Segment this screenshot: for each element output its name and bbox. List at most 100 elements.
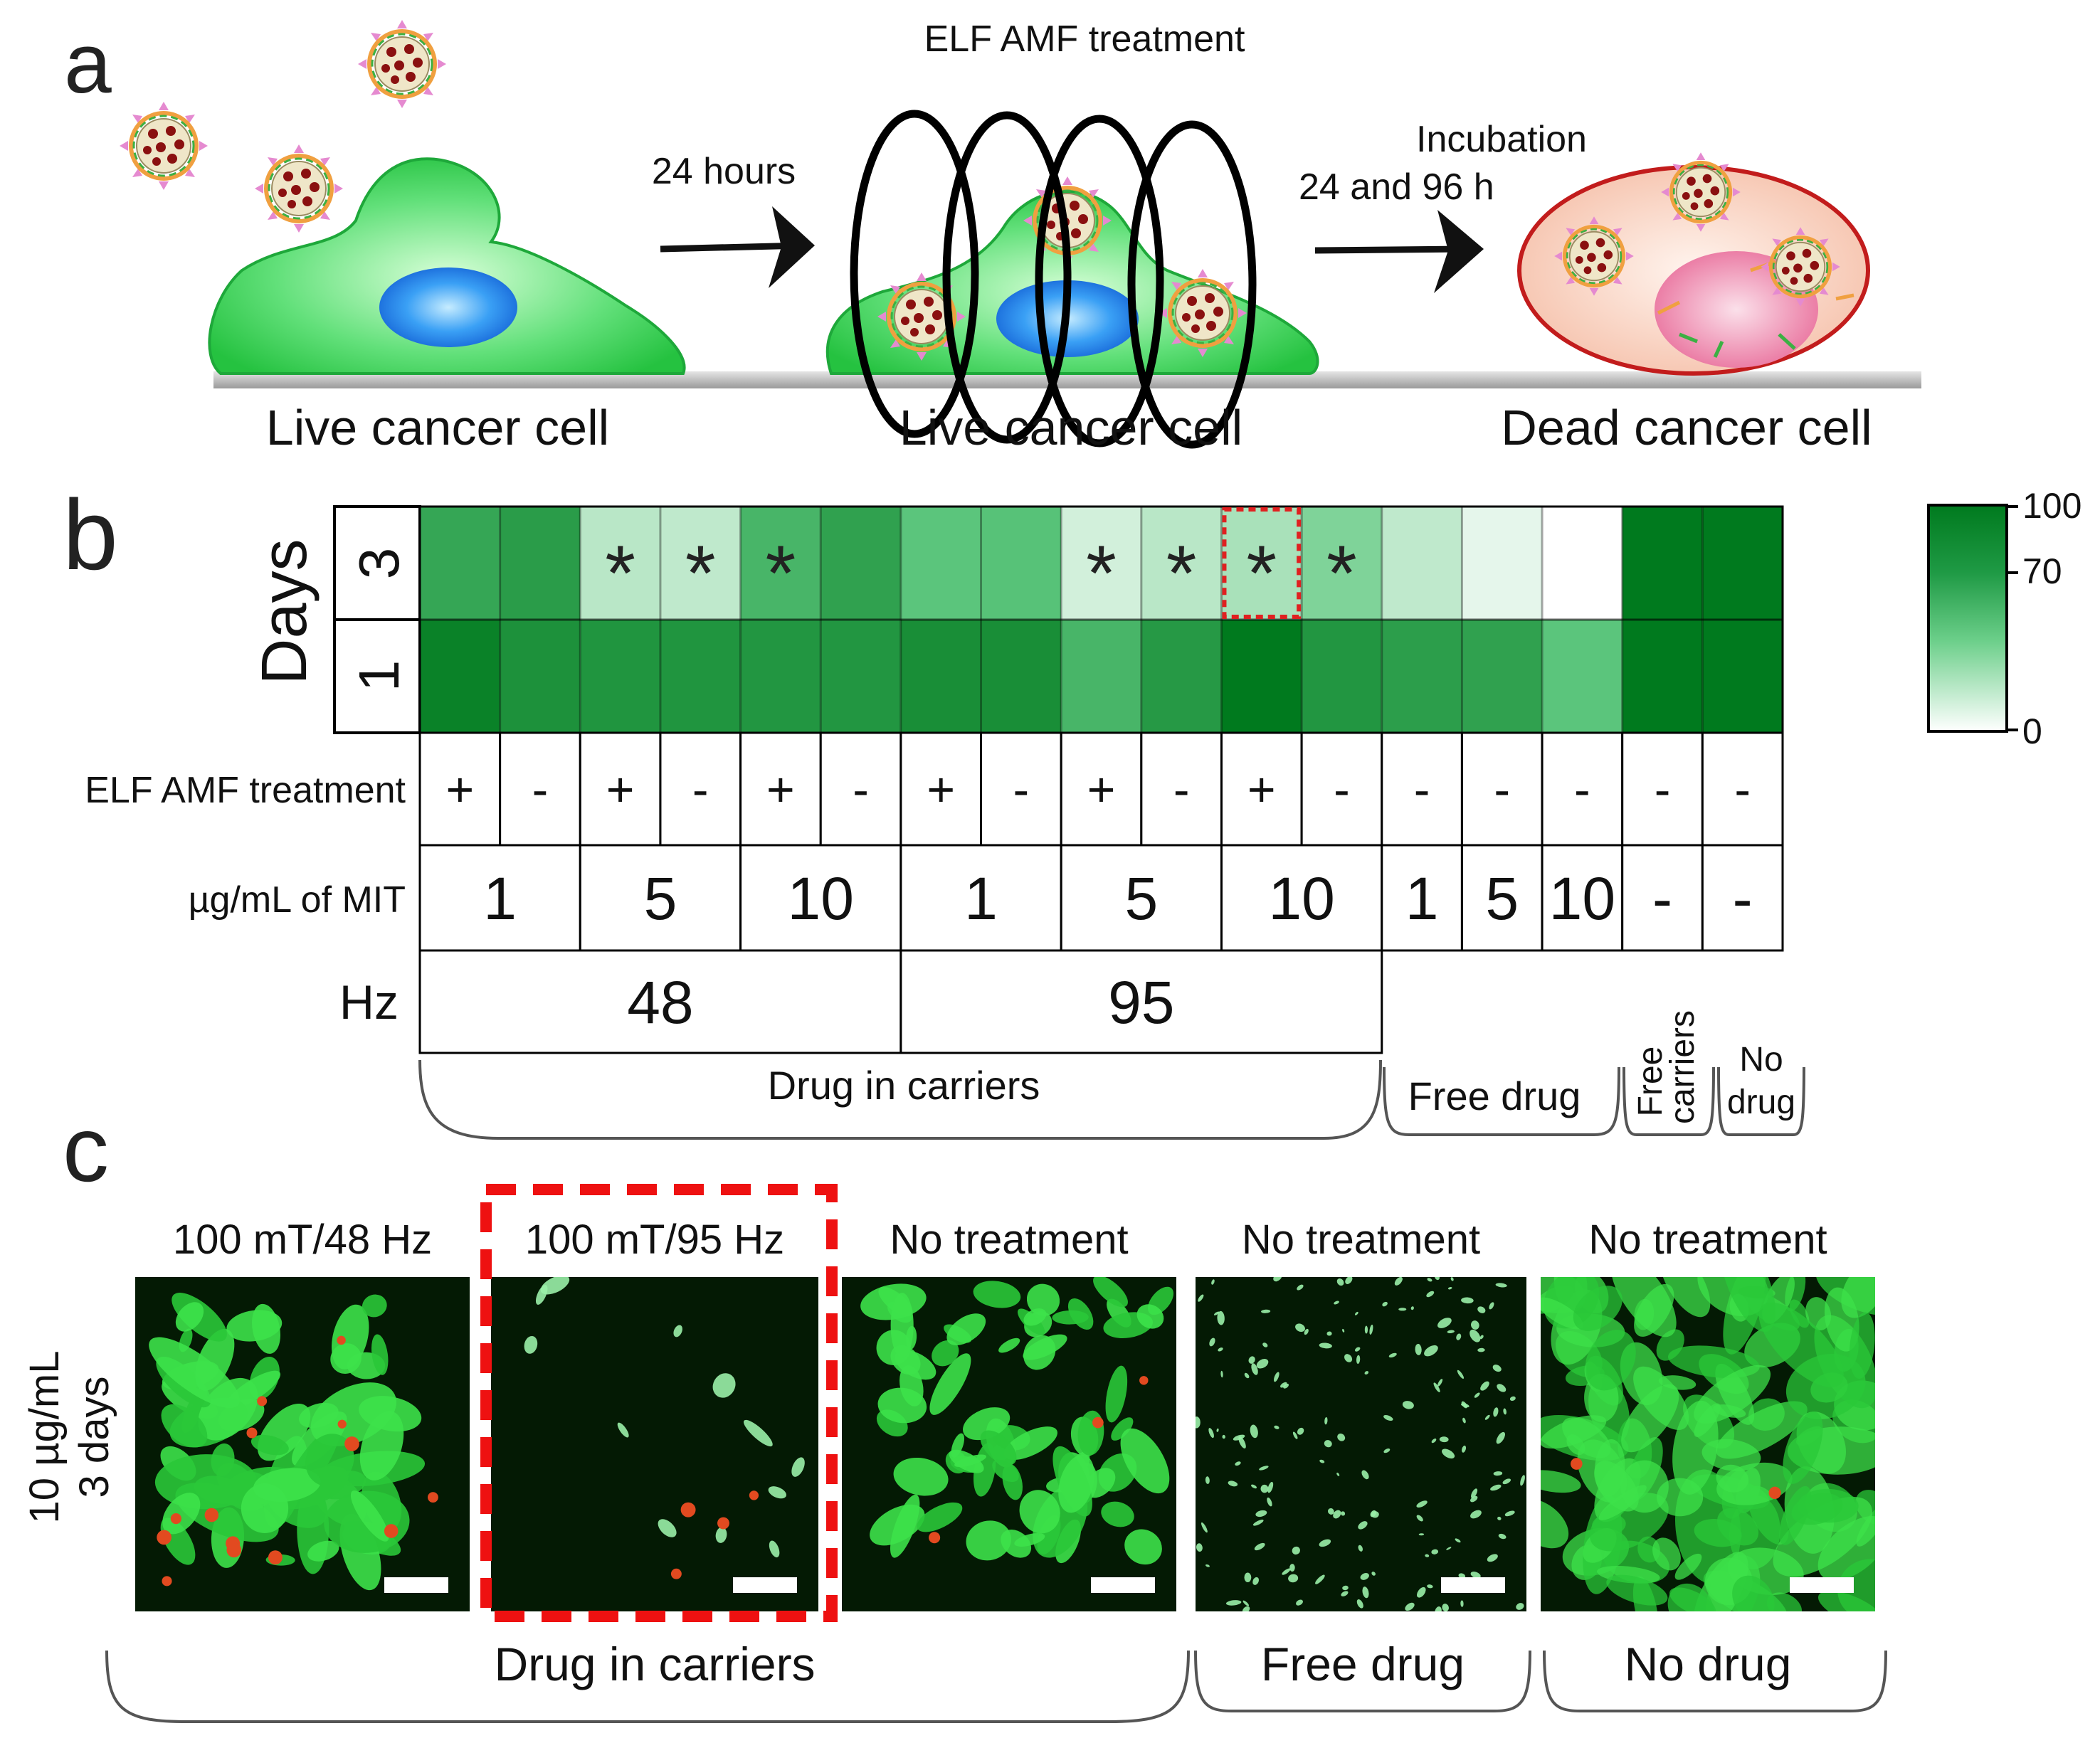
elf-value-3: +	[606, 763, 635, 817]
hz-value-2: 95	[1108, 969, 1174, 1036]
colorbar-mid: 70	[2022, 551, 2062, 591]
elf-value-8: -	[1013, 763, 1030, 817]
mit-value-1: 1	[483, 865, 517, 932]
live-cell-middle-label: Live cancer cell	[899, 400, 1242, 455]
free-carriers-label-1: Free	[1632, 1047, 1669, 1117]
heat-cell-day3-14	[1462, 507, 1543, 620]
significance-star-10: *	[1166, 530, 1197, 618]
dead-cell-label: Dead cancer cell	[1501, 400, 1872, 455]
heat-cell-day3-4	[660, 507, 741, 620]
elf-value-13: -	[1414, 763, 1430, 817]
scale-bar-5	[1790, 1577, 1854, 1593]
heat-cell-day1-15	[1542, 620, 1623, 733]
panel-a: a ELF AMF treatment 24 hours Incubation …	[64, 16, 1921, 455]
arrow-1-label: 24 hours	[652, 151, 796, 192]
elf-row-label: ELF AMF treatment	[85, 770, 406, 811]
heat-cell-day3-7	[900, 507, 981, 620]
elf-value-16: -	[1655, 763, 1671, 817]
microscopy-image-1	[135, 1277, 470, 1611]
microscopy-title-3: No treatment	[890, 1217, 1128, 1263]
significance-star-12: *	[1326, 530, 1357, 618]
colorbar	[1927, 504, 2008, 733]
microscopy-image-4	[1196, 1277, 1526, 1611]
days-label: Days	[249, 539, 320, 684]
mit-value-4: 1	[964, 865, 998, 932]
arrow-2	[1314, 245, 1470, 254]
arrow-2-label-1: Incubation	[1416, 119, 1587, 160]
heat-cell-day3-10	[1141, 507, 1222, 620]
no-drug-label-c: No drug	[1625, 1638, 1792, 1690]
free-carriers-label-2: carriers	[1664, 1010, 1701, 1124]
microscopy-title-1: 100 mT/48 Hz	[173, 1217, 432, 1263]
mit-value-5: 5	[1124, 865, 1158, 932]
significance-star-5: *	[766, 530, 796, 618]
mit-value-6: 10	[1268, 865, 1334, 932]
nucleus-left	[379, 268, 517, 347]
heat-cell-day1-11	[1221, 620, 1302, 733]
heat-cell-day1-9	[1061, 620, 1141, 733]
heat-cell-day3-11	[1221, 507, 1302, 620]
arrow-1-head	[769, 206, 815, 288]
heat-cell-day3-6	[821, 507, 901, 620]
brace-free-drug	[1383, 1066, 1620, 1136]
day-1-label: 1	[347, 660, 411, 692]
scale-bar-4	[1441, 1577, 1505, 1593]
heat-cell-day1-4	[660, 620, 741, 733]
mit-value-9: 10	[1549, 865, 1615, 932]
heat-cell-day1-7	[900, 620, 981, 733]
mit-value-8: 5	[1485, 865, 1519, 932]
colorbar-min: 0	[2022, 711, 2042, 751]
significance-star-4: *	[685, 530, 716, 618]
heat-cell-day1-16	[1622, 620, 1703, 733]
heat-cell-day3-3	[580, 507, 660, 620]
heat-cell-day1-14	[1462, 620, 1543, 733]
heat-cell-day3-8	[981, 507, 1062, 620]
elf-treatment-row: +-+-+-+-+-+------	[418, 731, 1784, 847]
heat-cell-day3-2	[500, 507, 581, 620]
heat-cell-day1-6	[821, 620, 901, 733]
heat-cell-day1-2	[500, 620, 581, 733]
scale-bar-3	[1091, 1577, 1155, 1593]
side-label-days: 3 days	[71, 1377, 117, 1498]
elf-value-4: -	[692, 763, 709, 817]
day-3-label: 3	[347, 548, 411, 580]
no-drug-label-1: No	[1739, 1041, 1783, 1079]
highlight-frame-95hz	[480, 1184, 838, 1622]
heatmap: *******	[418, 505, 1784, 734]
elf-value-1: +	[445, 763, 474, 817]
panel-a-letter: a	[64, 16, 112, 111]
mit-value-7: 1	[1405, 865, 1439, 932]
hz-row-label: Hz	[339, 975, 399, 1029]
nanoparticle-6	[1159, 269, 1247, 357]
microscopy-image-5	[1541, 1277, 1875, 1611]
nanoparticle-2	[358, 20, 446, 108]
heat-cell-day1-13	[1381, 620, 1462, 733]
panel-b-letter: b	[63, 479, 118, 590]
heat-cell-day3-15	[1542, 507, 1623, 620]
free-drug-label-c: Free drug	[1261, 1638, 1465, 1690]
side-label-concentration: 10 µg/mL	[21, 1351, 68, 1524]
mit-value-3: 10	[788, 865, 854, 932]
elf-value-14: -	[1494, 763, 1510, 817]
brace-no-drug	[1717, 1066, 1805, 1136]
hz-value-1: 48	[627, 969, 693, 1036]
arrow-2-head	[1434, 210, 1484, 293]
elf-value-2: -	[532, 763, 549, 817]
drug-in-carriers-label-b: Drug in carriers	[768, 1063, 1040, 1108]
significance-star-3: *	[605, 530, 635, 618]
nanoparticle-8	[1661, 152, 1741, 232]
no-drug-label-2: drug	[1727, 1084, 1795, 1121]
arrow-1	[660, 242, 805, 253]
arrow-2-label-2: 24 and 96 h	[1299, 166, 1494, 208]
elf-value-7: +	[927, 763, 955, 817]
microscopy-title-4: No treatment	[1242, 1217, 1480, 1263]
heat-cell-day3-16	[1622, 507, 1703, 620]
panel-c-letter: c	[63, 1097, 109, 1201]
microscopy-image-3	[842, 1277, 1176, 1611]
elf-value-15: -	[1574, 763, 1590, 817]
